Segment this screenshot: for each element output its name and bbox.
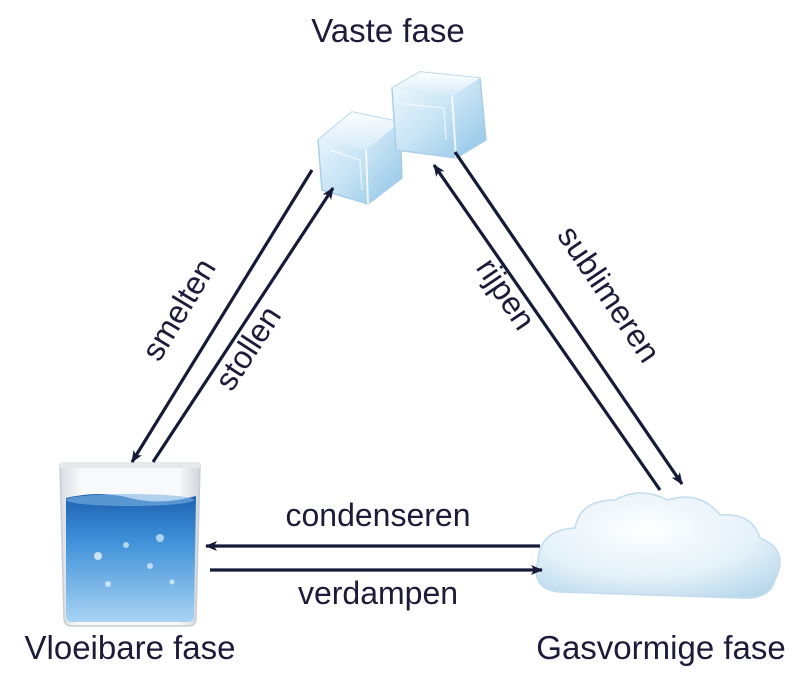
beaker-water-icon: [59, 462, 201, 627]
cloud-icon: [535, 492, 781, 599]
arrow-smelten: [130, 169, 314, 463]
melting-label: smelten: [134, 252, 223, 367]
arrow-stollen: [151, 187, 335, 463]
freezing-label: stollen: [207, 299, 288, 396]
solid-phase-label: Vaste fase: [311, 12, 464, 49]
liquid-phase-label: Vloeibare fase: [25, 629, 236, 666]
sublimation-label: sublimeren: [550, 219, 667, 369]
condensation-label: condenseren: [285, 497, 470, 533]
arrow-rijpen: [432, 164, 662, 491]
ice-cubes-icon: [317, 71, 487, 205]
evaporation-label: verdampen: [298, 575, 458, 611]
arrow-sublimeren: [453, 151, 684, 485]
gas-phase-label: Gasvormige fase: [536, 629, 785, 666]
